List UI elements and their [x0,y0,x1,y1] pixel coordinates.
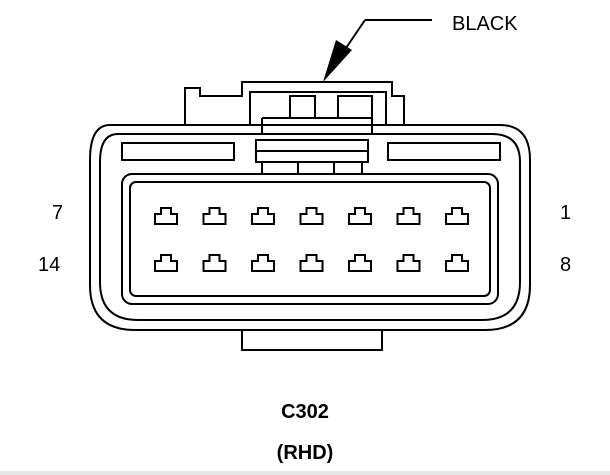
terminal-cavity [299,207,324,225]
terminal-cavity [445,207,469,225]
terminal-cavity [202,254,227,272]
pin-label-bottom-left: 14 [38,254,61,276]
terminal-cavity [348,254,372,272]
terminal-cavity [251,207,275,225]
pin-label-bottom-right: 8 [560,254,572,276]
connector-body [89,81,531,351]
terminal-cavities [154,207,469,272]
terminal-cavity [202,207,227,225]
terminal-cavity [299,254,324,272]
terminal-cavity [396,207,421,225]
bottom-rule [0,471,610,475]
connector-id: C302 [281,401,329,423]
terminal-cavity [445,254,469,272]
connector-variant: (RHD) [276,442,334,464]
terminal-cavity [251,254,275,272]
callout-label: BLACK [452,13,518,35]
pin-label-top-right: 1 [560,202,572,224]
terminal-cavity [396,254,421,272]
terminal-cavity [348,207,372,225]
terminal-cavity [154,254,178,272]
pin-label-top-left: 7 [52,202,64,224]
terminal-cavity [154,207,178,225]
callout-arrow [323,19,432,82]
